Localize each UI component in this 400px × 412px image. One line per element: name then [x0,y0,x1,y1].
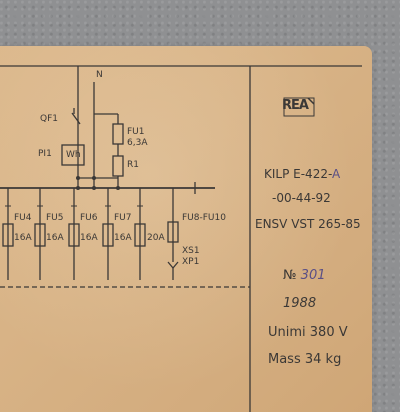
standard-reference: ENSV VST 265-85 [255,217,361,231]
fu1-label: FU1 [127,127,145,137]
fu-range-label: FU8-FU10 [182,213,226,223]
qf1-switch-symbol [71,112,81,125]
meter-box [61,144,85,166]
fuse-rating-fu5: 16A [46,233,64,243]
model-number: KILP E-422-A [264,167,341,181]
fu1-rating: 6,3A [127,138,148,148]
wiring-diagram-plate [0,46,372,412]
fuse-branches [2,188,179,280]
fuse-rating-fu7: 16A [114,233,132,243]
qf1-label: QF1 [40,114,58,124]
fuse-rating-20a: 20A [147,233,165,243]
n-label: N [96,70,103,80]
manufacture-year: 1988 [283,296,317,311]
rea-logo: REA [282,96,316,118]
fuse-rating-fu4: 16A [14,233,32,243]
xs1-label: XS1 [182,246,200,256]
fuse-label-fu6: FU6 [80,213,98,223]
voltage-rating: Unimi 380 V [268,325,348,340]
fuse-label-fu4: FU4 [14,213,32,223]
r1-label: R1 [127,160,139,170]
xp1-label: XP1 [182,257,200,267]
product-code: -00-44-92 [272,191,331,205]
pi1-label: PI1 [38,149,52,159]
fuse-rating-fu6: 16A [80,233,98,243]
wh-label: Wh [66,150,81,160]
fuse-label-fu5: FU5 [46,213,64,223]
fuse-label-fu7: FU7 [114,213,132,223]
serial-number: № 301 [283,268,326,283]
fu1-fuse-symbol [112,123,124,145]
mass-rating: Mass 34 kg [268,352,342,367]
r1-resistor-symbol [112,155,124,177]
